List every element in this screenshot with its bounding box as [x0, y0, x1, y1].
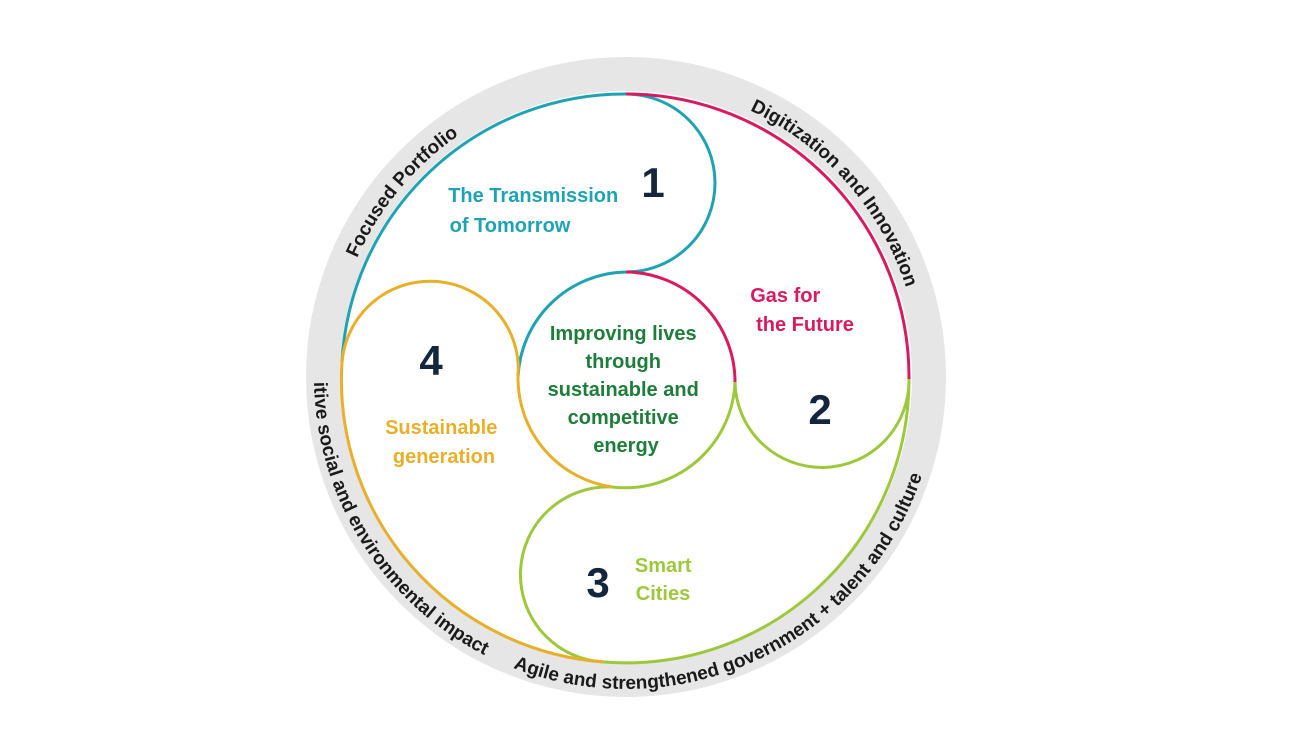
segment-1-outline	[340, 92, 717, 378]
center-line-4: competitive	[568, 407, 679, 429]
segment-1-label-line-1: The Transmission	[448, 185, 618, 207]
segment-1-label-line-2: of Tomorrow	[450, 215, 571, 237]
segment-4-label: Sustainable generation	[385, 417, 503, 468]
center-line-1: Improving lives	[550, 323, 697, 345]
segment-2-label: Gas for the Future	[750, 285, 854, 336]
segment-3-label: Smart Cities	[635, 555, 697, 605]
segment-2-outline	[625, 92, 911, 383]
segment-4-number: 4	[419, 337, 443, 384]
center-statement: Improving lives through sustainable and …	[548, 323, 705, 457]
segment-3-number: 3	[586, 559, 609, 606]
ring-label-focused-portfolio: Focused Portfolio	[343, 122, 462, 260]
segment-3-label-line-1: Smart	[635, 555, 692, 577]
segment-1-number: 1	[641, 159, 664, 206]
outer-ring	[306, 57, 946, 697]
segment-4-label-line-1: Sustainable	[385, 417, 497, 439]
segment-4-outline	[339, 279, 613, 664]
ring-label-digitization: Digitization and Innovation	[748, 96, 922, 289]
segment-2-label-line-2: the Future	[756, 314, 854, 336]
segment-2-number: 2	[808, 386, 831, 433]
segment-1-label: The Transmission of Tomorrow	[448, 185, 624, 237]
segment-3-outline	[518, 378, 911, 665]
center-line-3: sustainable and	[548, 379, 699, 401]
ring-label-positive-impact: Positive social and environmental impact	[0, 0, 493, 660]
segment-4-label-line-2: generation	[393, 446, 495, 468]
center-line-2: through	[585, 351, 661, 373]
segment-3-label-line-2: Cities	[636, 583, 690, 605]
segment-2-label-line-1: Gas for	[750, 285, 820, 307]
center-line-5: energy	[593, 435, 659, 457]
